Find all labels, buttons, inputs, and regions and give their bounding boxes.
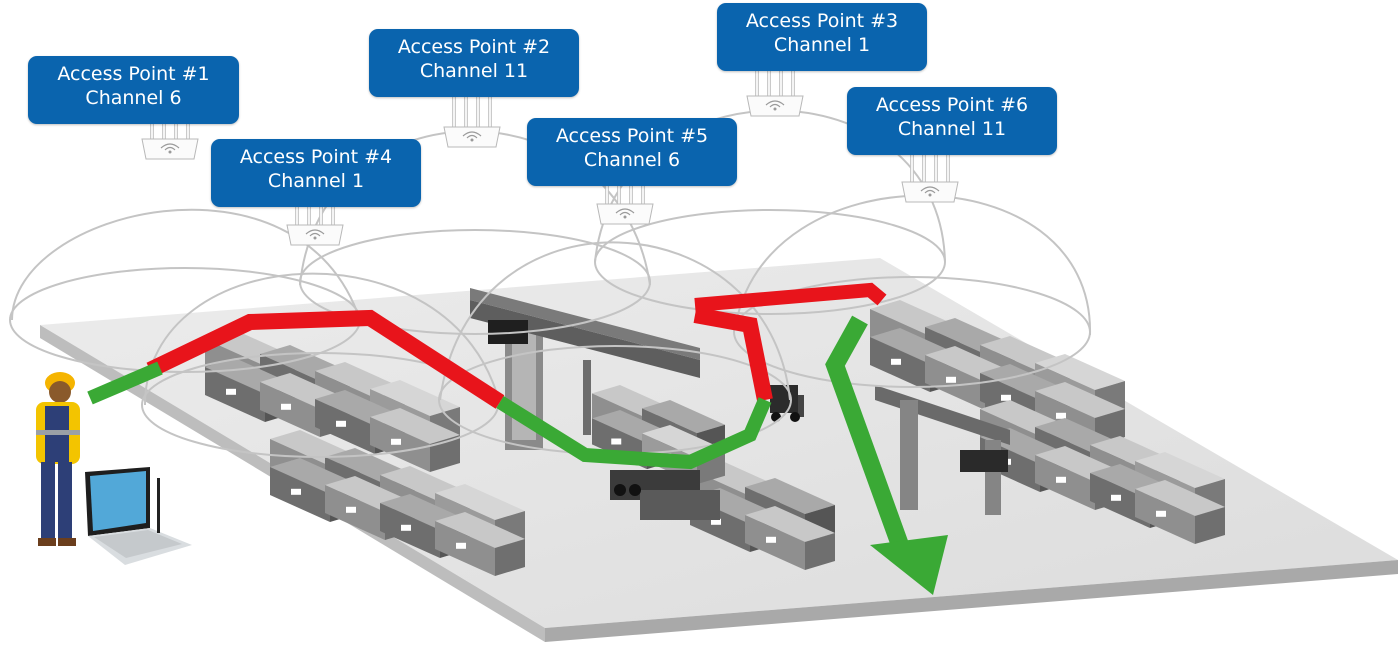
laptop-icon	[85, 467, 192, 565]
poor-roaming-path	[146, 282, 887, 409]
ap-label-3: Access Point #3 Channel 1	[717, 3, 927, 71]
wifi-router-icon	[443, 94, 501, 148]
wifi-router-icon	[746, 63, 804, 117]
good-roaming-path	[87, 315, 948, 595]
direction-arrowhead	[870, 535, 948, 595]
gantry-crane-left	[470, 288, 700, 450]
ap-title: Access Point #1	[57, 63, 210, 85]
ap-title: Access Point #3	[745, 10, 899, 32]
ap-label-1: Access Point #1 Channel 6	[28, 56, 239, 124]
ap-channel: Channel 6	[583, 149, 681, 171]
ap-label-6: Access Point #6 Channel 11	[847, 87, 1057, 155]
wifi-router-icon	[286, 192, 344, 246]
shipping-container-icon	[435, 512, 525, 576]
gantry-crane-right	[875, 385, 1010, 515]
ap-channel: Channel 1	[773, 34, 871, 56]
ap-title: Access Point #6	[875, 94, 1029, 116]
ap-label-4: Access Point #4 Channel 1	[211, 139, 421, 207]
ap-label-5: Access Point #5 Channel 6	[527, 118, 737, 186]
shipping-container-icon	[1135, 480, 1225, 544]
ap-title: Access Point #4	[239, 146, 393, 168]
ap-channel: Channel 11	[897, 118, 1007, 140]
forklift-icon	[770, 385, 804, 422]
ap-label-2: Access Point #2 Channel 11	[369, 29, 579, 97]
worker-icon	[36, 372, 80, 546]
shipping-container-icon	[745, 506, 835, 570]
ap-channel: Channel 6	[85, 87, 182, 109]
wifi-router-icon	[901, 149, 959, 203]
truck-icon	[610, 470, 720, 520]
ap-channel: Channel 11	[419, 60, 529, 82]
ap-title: Access Point #5	[555, 125, 709, 147]
ap-title: Access Point #2	[397, 36, 551, 58]
ap-channel: Channel 1	[267, 170, 365, 192]
